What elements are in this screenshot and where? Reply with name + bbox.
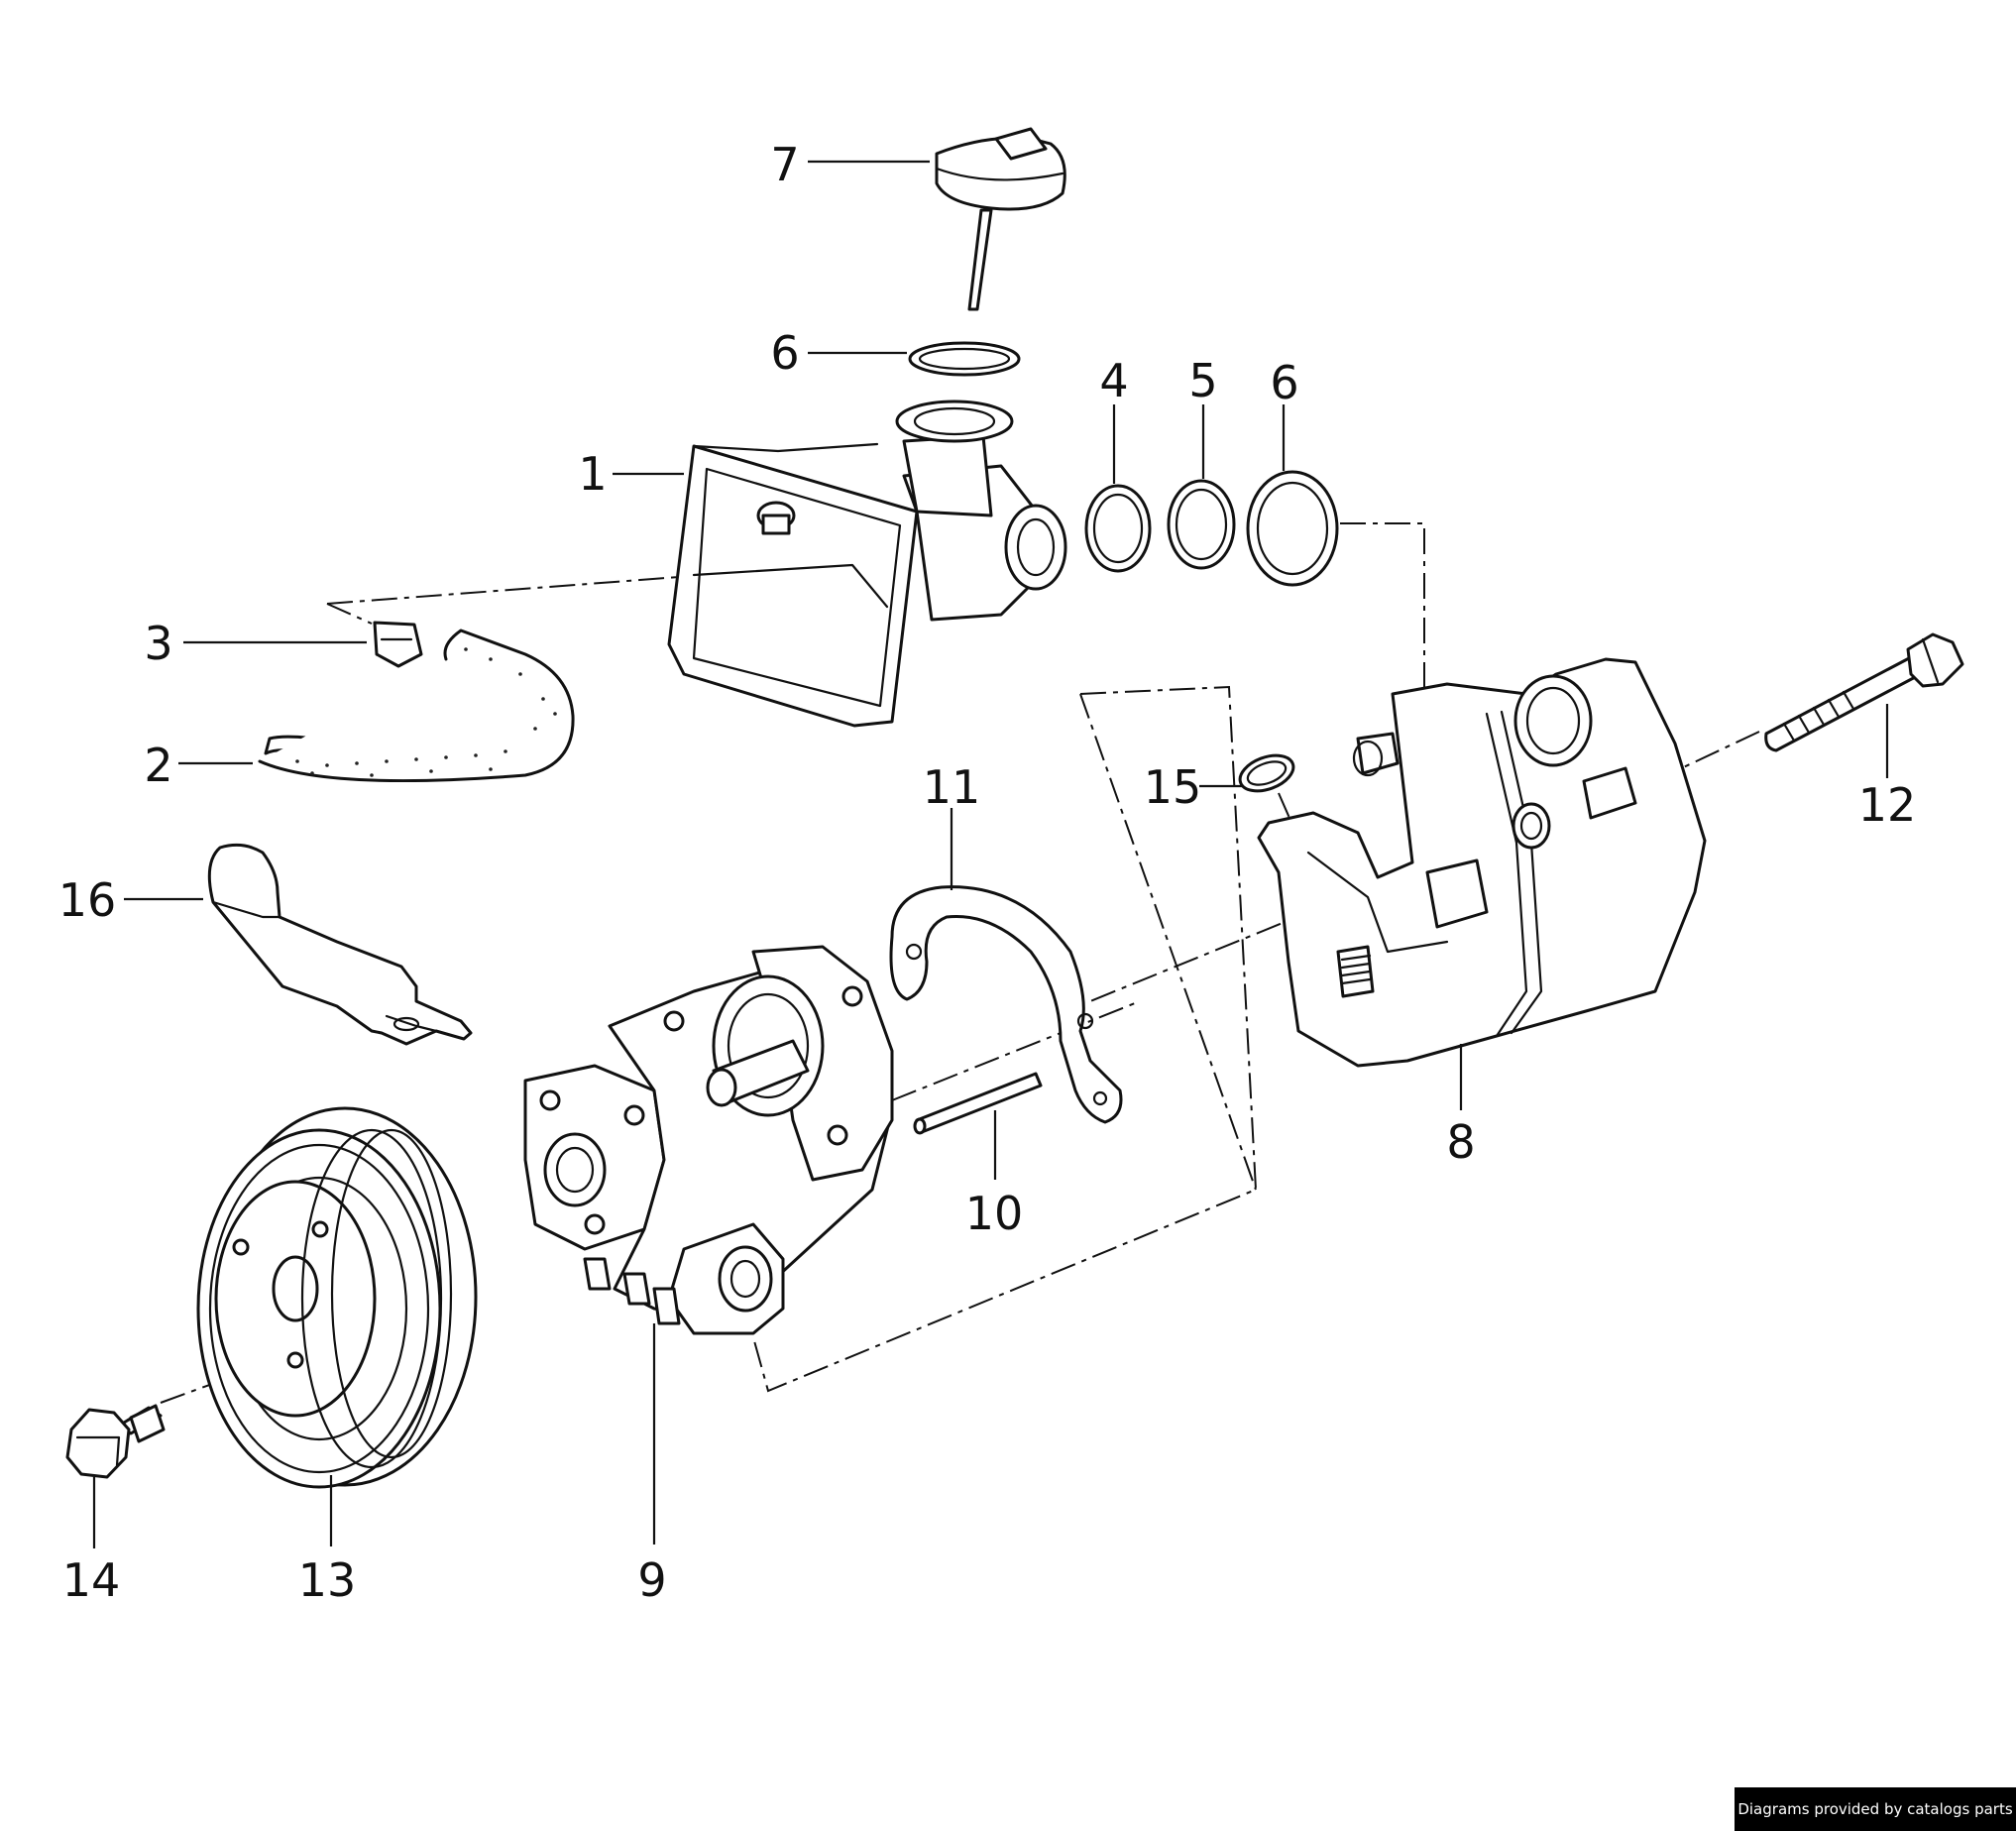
credit-badge: Diagrams provided by catalogs parts — [1735, 1787, 2016, 1831]
pin-part-10 — [913, 1072, 1043, 1135]
cap-part-7 — [935, 127, 1066, 311]
callout-14: 14 — [62, 1553, 121, 1607]
callout-4: 4 — [1099, 354, 1128, 407]
callout-9: 9 — [637, 1553, 666, 1607]
callout-13: 13 — [298, 1553, 357, 1607]
o-ring-part-6-cap — [908, 341, 1021, 377]
callout-6-ring: 6 — [1270, 356, 1298, 409]
bracket-threaded-fitting — [1340, 954, 1372, 985]
bracket-part-8 — [1257, 657, 1707, 1068]
callout-10: 10 — [965, 1187, 1024, 1240]
callout-16: 16 — [58, 873, 117, 927]
bolt-part-14 — [65, 1404, 166, 1479]
o-ring-part-5 — [1167, 479, 1236, 570]
hose-part-2 — [258, 629, 575, 783]
pulley-part-13 — [196, 1106, 478, 1489]
strap-part-11 — [889, 885, 1123, 1124]
callout-7: 7 — [770, 138, 799, 191]
pump-part-9 — [523, 945, 894, 1335]
o-ring-part-4 — [1084, 484, 1152, 573]
callout-8: 8 — [1446, 1115, 1475, 1169]
leader-lines — [92, 160, 1889, 1548]
bolt-thread — [1782, 690, 1855, 743]
callout-11: 11 — [923, 760, 981, 814]
callout-12: 12 — [1858, 778, 1917, 832]
callout-2: 2 — [144, 739, 172, 792]
clip-part-3 — [373, 621, 423, 668]
callout-1: 1 — [578, 447, 607, 501]
reservoir-part-1 — [667, 400, 1067, 728]
o-ring-part-15 — [1238, 753, 1295, 793]
callout-3: 3 — [144, 617, 172, 670]
callout-labels: 1 2 3 4 5 6 6 7 8 9 10 11 12 13 14 15 16 — [58, 138, 1917, 1607]
bolt-part-12 — [1764, 632, 1964, 752]
shield-part-16 — [207, 843, 473, 1046]
callout-15: 15 — [1144, 760, 1202, 814]
hose-texture — [295, 647, 557, 777]
callout-6-cap: 6 — [770, 326, 799, 380]
callout-5: 5 — [1188, 354, 1217, 407]
o-ring-part-6-large — [1246, 470, 1339, 587]
